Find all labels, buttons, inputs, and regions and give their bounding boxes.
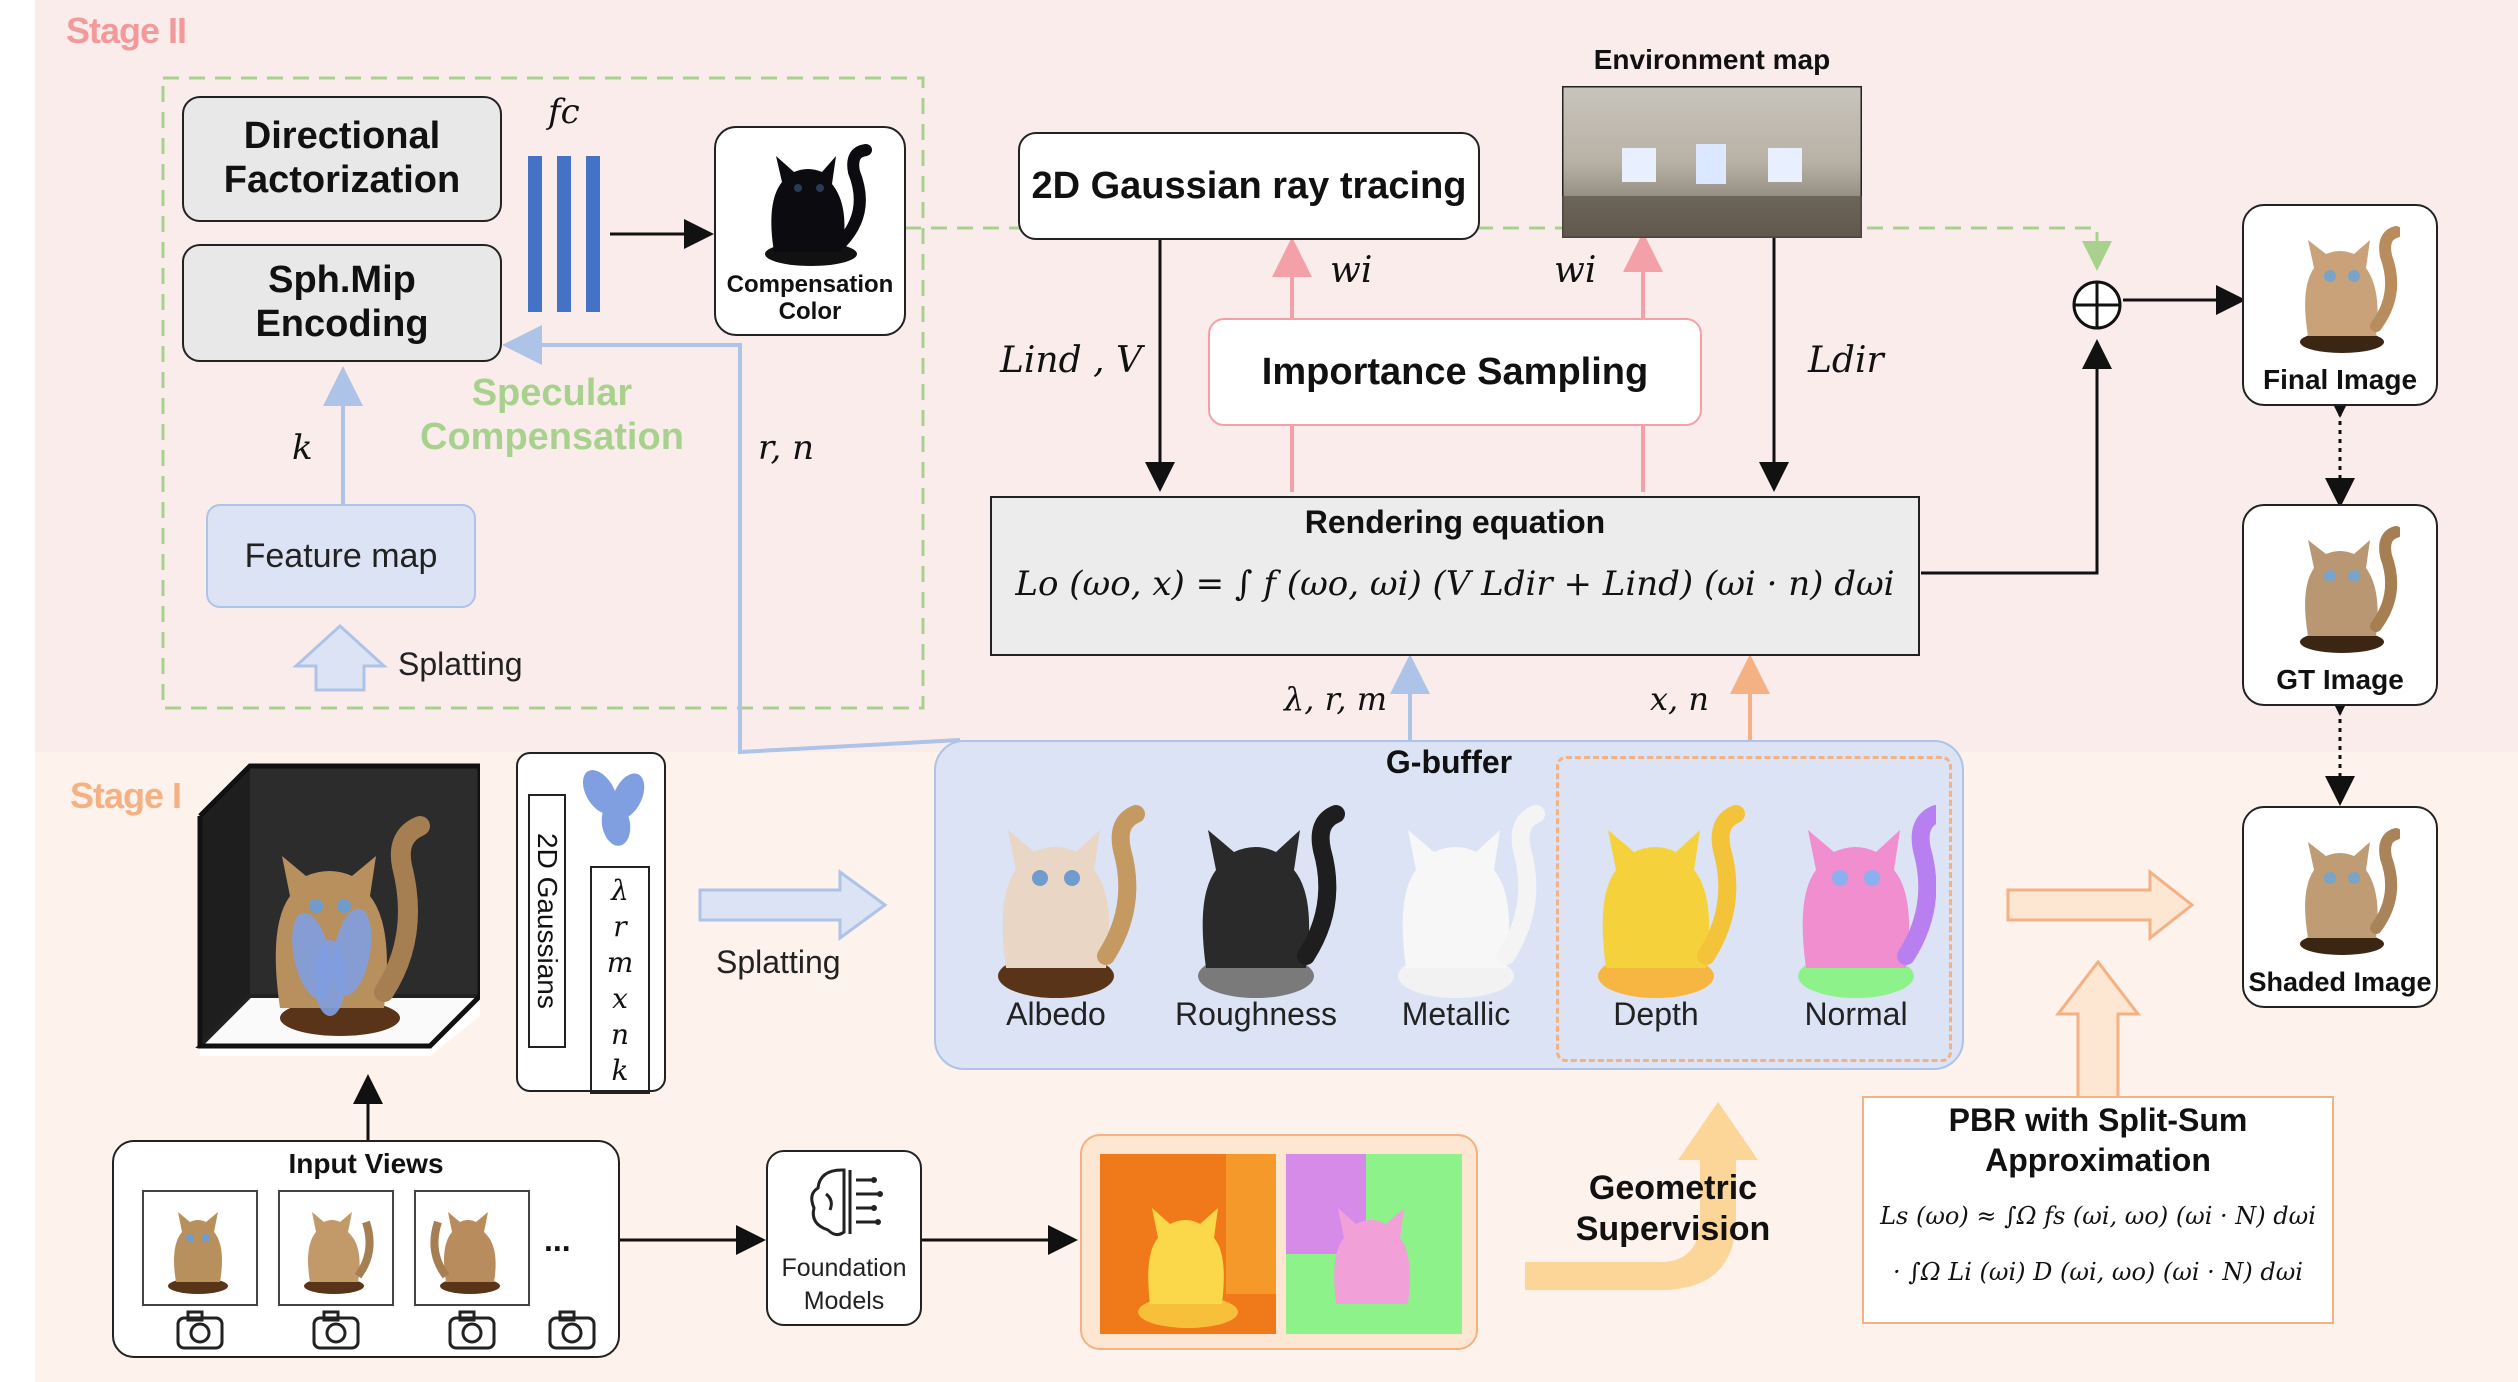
- compensation-cat-image: [765, 144, 872, 266]
- ray-tracing-label: 2D Gaussian ray tracing: [1031, 164, 1467, 207]
- depth-label: Depth: [1613, 996, 1699, 1032]
- param-m: m: [606, 945, 634, 979]
- foundation-models-box: Foundation Models: [766, 1150, 922, 1326]
- prior-maps-images: [1100, 1154, 1462, 1334]
- depth-image: [1598, 805, 1745, 998]
- roughness-label: Roughness: [1175, 996, 1337, 1032]
- ray-tracing-box: 2D Gaussian ray tracing: [1018, 132, 1480, 240]
- camera-icon: [548, 1310, 596, 1350]
- compensation-color-card: Compensation Color: [714, 126, 906, 336]
- splatting-label-stage1: Splatting: [716, 944, 841, 980]
- gt-image-card: GT Image: [2242, 504, 2438, 706]
- param-k: k: [611, 1053, 629, 1087]
- lambda-r-m-label: λ, r, m: [1284, 680, 1388, 718]
- camera-icon: [312, 1310, 360, 1350]
- pbr-split-sum-box: PBR with Split-Sum Approximation Ls (ωo)…: [1862, 1096, 2334, 1324]
- k-label: k: [292, 428, 313, 468]
- splatting-label-stage2: Splatting: [398, 646, 523, 682]
- directional-factorization-box: Directional Factorization: [182, 96, 502, 222]
- brain-chip-icon: [810, 1168, 883, 1237]
- param-r: r: [613, 909, 627, 943]
- normal-image: [1798, 805, 1936, 998]
- param-lambda: λ: [611, 873, 629, 907]
- importance-sampling-label: Importance Sampling: [1261, 350, 1649, 393]
- feature-map-label: Feature map: [244, 536, 438, 575]
- pbr-equation-1: Ls (ωo) ≈ ∫Ω fs (ωi, ωo) (ωi · N) dωi: [1880, 1202, 2316, 1230]
- shaded-image-cat: [2300, 828, 2400, 955]
- g-buffer-panel: G-buffer Albedo Ro: [934, 740, 1964, 1070]
- albedo-image: [998, 805, 1145, 998]
- gaussian-ellipses-icon: [582, 770, 645, 846]
- rendering-equation-box: Rendering equation Lo (ωo, x) = ∫ f (ωo,…: [990, 496, 1920, 656]
- final-image-card: Final Image: [2242, 204, 2438, 406]
- stage-2-label: Stage II: [66, 10, 187, 51]
- environment-map-title: Environment map: [1593, 44, 1831, 75]
- geometry-buffers-frame: [1556, 756, 1952, 1062]
- input-view-2: [278, 1190, 394, 1306]
- monocular-priors-panel: [1080, 1134, 1478, 1350]
- environment-map-image: [1562, 86, 1862, 238]
- input-views-panel: Input Views ...: [112, 1140, 620, 1358]
- directional-factorization-label: Directional Factorization: [223, 115, 461, 201]
- importance-sampling-box: Importance Sampling: [1208, 318, 1702, 426]
- gt-image-label: GT Image: [2276, 664, 2404, 695]
- camera-icon: [448, 1310, 496, 1350]
- stage-1-label: Stage I: [70, 775, 182, 816]
- feature-bar-3: [586, 156, 600, 312]
- lind-v-label: Lind , V: [1000, 340, 1142, 381]
- sphmip-encoding-label: Sph.Mip Encoding: [255, 259, 429, 345]
- ldir-label: Ldir: [1808, 340, 1884, 381]
- sphmip-encoding-box: Sph.Mip Encoding: [182, 244, 502, 362]
- fc-label: fc: [548, 92, 580, 132]
- input-view-3: [414, 1190, 530, 1306]
- param-n: n: [610, 1017, 630, 1051]
- g-buffer-images: [998, 805, 1936, 998]
- feature-bar-1: [528, 156, 542, 312]
- g-buffer-title: G-buffer: [1385, 744, 1513, 780]
- gaussian-parameters-card: 2D Gaussians λ r m x n k: [516, 752, 666, 1094]
- rendering-equation-title: Rendering equation: [1304, 504, 1606, 540]
- shaded-image-card: Shaded Image: [2242, 806, 2438, 1008]
- input-view-1: [142, 1190, 258, 1306]
- metallic-label: Metallic: [1401, 996, 1511, 1032]
- specular-compensation-frame: [161, 76, 925, 710]
- camera-icons: [176, 1310, 596, 1350]
- feature-bar-2: [557, 156, 571, 312]
- wi-left-label: wi: [1330, 250, 1373, 291]
- foundation-models-label: Foundation Models: [781, 1254, 907, 1315]
- rendering-equation-formula: Lo (ωo, x) = ∫ f (ωo, ωi) (V Ldir + Lind…: [1015, 564, 1895, 604]
- feature-map-box: Feature map: [206, 504, 476, 608]
- gaussian-cube-scene: [195, 763, 480, 1056]
- gaussians-label: 2D Gaussians: [532, 833, 563, 1009]
- roughness-image: [1198, 805, 1345, 998]
- shaded-image-label: Shaded Image: [2248, 967, 2432, 997]
- gaussian-params-list: λ r m x n k: [590, 866, 650, 1094]
- gaussian-label-box: 2D Gaussians: [528, 794, 566, 1048]
- albedo-label: Albedo: [1006, 996, 1106, 1032]
- rn-label: r, n: [758, 428, 815, 468]
- camera-icon: [176, 1310, 224, 1350]
- final-image-label: Final Image: [2262, 364, 2418, 395]
- wi-right-label: wi: [1554, 250, 1597, 291]
- param-x: x: [612, 981, 628, 1015]
- normal-label: Normal: [1804, 996, 1908, 1032]
- specular-compensation-title: Specular Compensation: [420, 372, 684, 458]
- x-n-label: x, n: [1650, 680, 1709, 718]
- compensation-color-label: Compensation Color: [726, 270, 894, 326]
- final-image-cat: [2300, 226, 2400, 353]
- geometric-supervision-label: Geometric Supervision: [1575, 1169, 1771, 1248]
- pbr-equation-2: · ∫Ω Li (ωi) D (ωi, ωo) (ωi · N) dωi: [1893, 1258, 2303, 1286]
- more-views-ellipsis: ...: [544, 1222, 571, 1258]
- pbr-title: PBR with Split-Sum Approximation: [1948, 1102, 2248, 1178]
- gt-image-cat: [2300, 526, 2400, 653]
- metallic-image: [1398, 805, 1545, 998]
- input-views-title: Input Views: [288, 1148, 444, 1179]
